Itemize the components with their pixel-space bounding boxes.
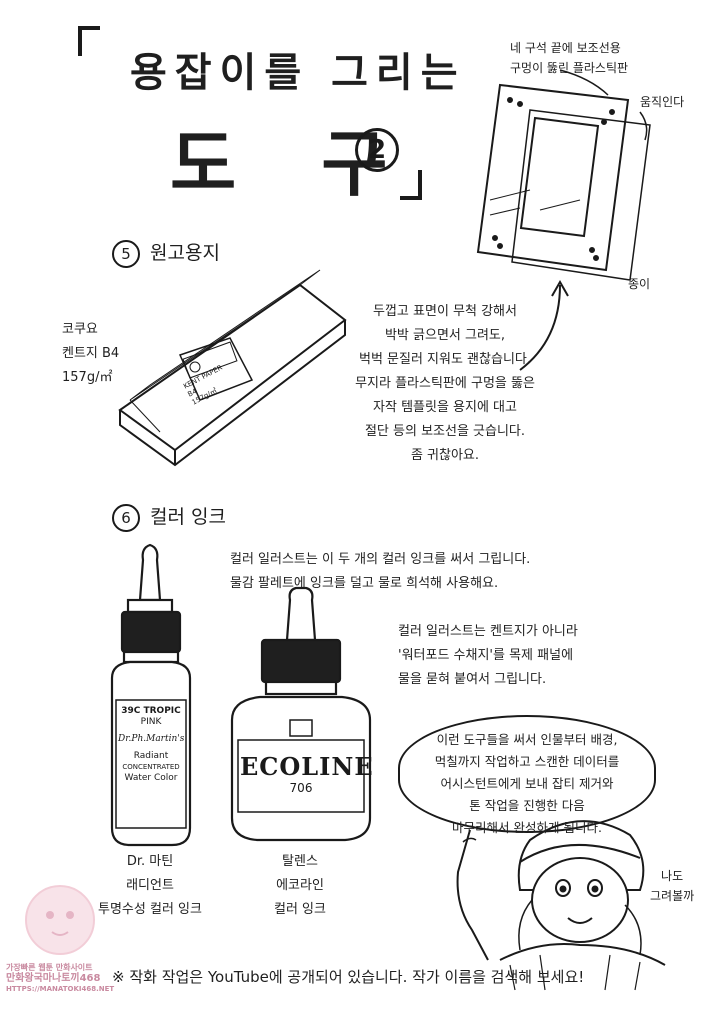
- template-illustration: [476, 69, 651, 371]
- youtube-notice: ※ 작화 작업은 YouTube에 공개되어 있습니다. 작가 이름을 검색해 …: [112, 968, 585, 986]
- watermark-mascot: [25, 885, 95, 955]
- watercolor-paper-note: 컬러 일러스트는 켄트지가 아니라 '워터포드 수채지'를 목제 패널에 물을 …: [398, 620, 578, 692]
- paper-description-line: 좀 귀찮아요.: [410, 448, 480, 463]
- paper-description-line: 박박 긁으면서 그려도,: [384, 328, 506, 343]
- section-6-title: 컬러 잉크: [150, 506, 226, 528]
- dr-martin-caption-line: 투명수성 컬러 잉크: [98, 902, 202, 917]
- kent-paper-illustration: [118, 269, 347, 467]
- paper-description-line: 두껍고 표면이 무척 강해서: [373, 304, 517, 319]
- ecoline-bottle-illustration: [230, 586, 372, 842]
- dr-martin-caption: Dr. 마틴 래디언트 투명수성 컬러 잉크: [80, 850, 220, 922]
- side-note-line: 나도: [661, 869, 684, 883]
- title-bracket-close: [400, 170, 422, 200]
- paper-description-line: 절단 등의 보조선을 긋습니다.: [364, 424, 526, 439]
- side-note-line: 그려볼까: [650, 889, 695, 903]
- dr-martin-caption-line: 래디언트: [126, 878, 174, 893]
- section-5-number: 5: [112, 240, 140, 268]
- section-5-title: 원고용지: [150, 242, 220, 264]
- color-ink-intro: 컬러 일러스트는 이 두 개의 컬러 잉크를 써서 그립니다. 물감 팔레트에 …: [230, 548, 530, 596]
- watermark-line: 만화왕국마나토끼468: [6, 973, 101, 984]
- dr-martin-caption-line: Dr. 마틴: [126, 854, 174, 869]
- speech-bubble-line: 마무리해서 완성하게 됩니다.: [452, 820, 602, 835]
- template-note-line: 구멍이 뚫린 플라스틱판: [510, 61, 629, 75]
- watermark-line: 가장빠른 웹툰 만화사이트: [6, 963, 93, 972]
- paper-spec-line: 켄트지 B4: [62, 346, 120, 361]
- paper-spec-line: 157g/㎡: [62, 370, 113, 385]
- paper-description-line: 무지라 플라스틱판에 구멍을 뚫은: [355, 376, 535, 391]
- ecoline-caption: 탈렌스 에코라인 컬러 잉크: [240, 850, 360, 922]
- ecoline-caption-line: 탈렌스: [282, 854, 318, 869]
- page-title-line2: 도 구: [170, 122, 418, 206]
- paper-description-line: 벅벅 문질러 지워도 괜찮습니다.: [358, 352, 531, 367]
- dr-martin-brand: Dr.Ph.Martin's: [118, 734, 185, 744]
- move-note: 움직인다: [640, 95, 685, 109]
- template-note: 네 구석 끝에 보조선용 구멍이 뚫린 플라스틱판: [510, 38, 628, 78]
- section-5-heading: 5 원고용지: [112, 238, 220, 268]
- watercolor-paper-note-line: 컬러 일러스트는 켄트지가 아니라: [398, 624, 578, 639]
- template-note-line: 네 구석 끝에 보조선용: [510, 41, 621, 55]
- dr-martin-label-line: Water Color: [124, 773, 178, 783]
- section-6-number: 6: [112, 504, 140, 532]
- paper-description: 두껍고 표면이 무척 강해서 박박 긁으면서 그려도, 벅벅 문질러 지워도 괜…: [340, 300, 550, 468]
- speech-bubble: 이런 도구들을 써서 인물부터 배경, 먹칠까지 작업하고 스캔한 데이터를 어…: [398, 715, 656, 835]
- dr-martin-label-line: CONCENTRATED: [122, 763, 180, 771]
- ecoline-brand: ECOLINE: [240, 752, 374, 781]
- speech-bubble-line: 이런 도구들을 써서 인물부터 배경,: [436, 732, 618, 747]
- watermark-text: 가장빠른 웹툰 만화사이트 만화왕국마나토끼468 HTTPS://MANATO…: [6, 962, 122, 995]
- dr-martin-label-line: Radiant: [133, 751, 169, 761]
- watermark-line: HTTPS://MANATOKI468.NET: [6, 985, 115, 993]
- ecoline-label: ECOLINE 706: [240, 752, 374, 795]
- speech-bubble-line: 어시스턴트에게 보내 잡티 제거와: [440, 776, 614, 791]
- paper-spec-line: 코쿠요: [62, 322, 98, 337]
- watercolor-paper-note-line: 물을 묻혀 붙여서 그립니다.: [398, 672, 547, 687]
- paper-spec: 코쿠요 켄트지 B4 157g/㎡: [62, 318, 119, 390]
- ecoline-code: 706: [289, 781, 313, 795]
- ecoline-caption-line: 컬러 잉크: [274, 902, 326, 917]
- paper-note: 종이: [628, 277, 651, 291]
- section-6-heading: 6 컬러 잉크: [112, 502, 226, 532]
- color-ink-intro-line: 컬러 일러스트는 이 두 개의 컬러 잉크를 써서 그립니다.: [230, 552, 531, 567]
- artist-character-illustration: [456, 820, 666, 991]
- paper-description-line: 자작 템플릿을 용지에 대고: [373, 400, 517, 415]
- ecoline-caption-line: 에코라인: [276, 878, 324, 893]
- dr-martin-label-top: 39C TROPIC: [121, 706, 181, 716]
- title-number-badge: 2: [355, 128, 399, 172]
- dr-martin-label-top: PINK: [140, 717, 162, 727]
- speech-bubble-line: 먹칠까지 작업하고 스캔한 데이터를: [434, 754, 620, 769]
- speech-bubble-line: 톤 작업을 진행한 다음: [469, 798, 585, 813]
- watercolor-paper-note-line: '워터포드 수채지'를 목제 패널에: [398, 648, 574, 663]
- dr-martin-bottle-illustration: [110, 543, 192, 847]
- color-ink-intro-line: 물감 팔레트에 잉크를 덜고 물로 희석해 사용해요.: [230, 576, 499, 591]
- dr-martin-label: 39C TROPIC PINK Dr.Ph.Martin's Radiant C…: [118, 706, 184, 784]
- title-bracket-open: [78, 26, 100, 56]
- page-title-line1: 용잡이를 그리는: [130, 50, 466, 96]
- side-note: 나도 그려볼까: [650, 866, 694, 906]
